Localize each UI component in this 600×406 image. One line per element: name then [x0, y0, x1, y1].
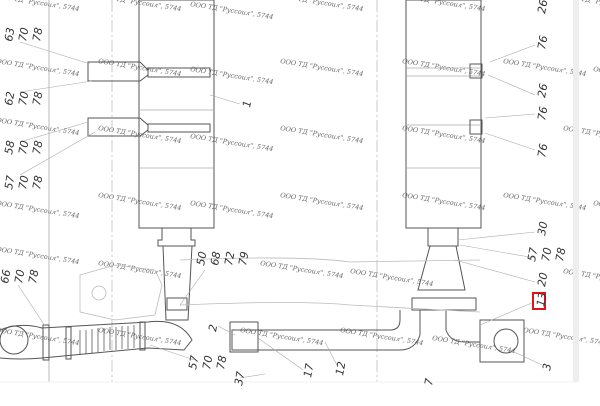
callout-26[interactable]: 26: [535, 82, 550, 98]
callout-1[interactable]: 1: [240, 99, 254, 108]
callout-62[interactable]: 62: [2, 90, 17, 106]
callout-12[interactable]: 12: [333, 360, 348, 376]
flex-pipe: [0, 320, 193, 361]
watermark-text: ООО ТД "Руссоил", 5744: [190, 0, 274, 21]
callout-3[interactable]: 3: [540, 362, 554, 371]
left-muffler: [87, 0, 215, 321]
watermark-text: ООО ТД "Руссоил", 5744: [280, 57, 364, 78]
callout-58[interactable]: 58: [2, 139, 17, 155]
callout-78[interactable]: 78: [553, 246, 568, 262]
callout-30[interactable]: 30: [535, 220, 550, 236]
callout-76[interactable]: 76: [535, 34, 550, 50]
watermark-text: ООО ТД "Руссоил", 5744: [240, 326, 324, 347]
callout-79[interactable]: 79: [236, 250, 251, 266]
watermark-text: ООО ТД "Руссоил", 5744: [190, 199, 274, 220]
callouts: 63 70 78 62 70 78 58 70 78 57 70 78 1 26…: [0, 0, 568, 387]
callout-17[interactable]: 17: [301, 362, 316, 378]
watermark-text: ООО ТД "Руссоил", 5744: [593, 65, 600, 86]
watermark-text: ООО ТД "Руссоил", 5744: [563, 267, 600, 288]
callout-26[interactable]: 26: [535, 0, 550, 15]
callout-78[interactable]: 78: [214, 354, 229, 370]
highlight-box: [532, 292, 546, 310]
watermark-text: ООО ТД "Руссоил", 5744: [0, 0, 80, 13]
callout-70[interactable]: 70: [200, 354, 215, 370]
right-muffler: [179, 0, 525, 363]
callout-2[interactable]: 2: [206, 323, 220, 332]
frame-lines: [0, 0, 579, 383]
watermark-text: ООО ТД "Руссоил", 5744: [563, 124, 600, 145]
callout-57[interactable]: 57: [186, 354, 201, 370]
watermark-text: ООО ТД "Руссоил", 5744: [0, 57, 80, 78]
callout-7[interactable]: 7: [422, 377, 436, 386]
watermark-text: ООО ТД "Руссоил", 5744: [98, 191, 182, 212]
callout-78[interactable]: 78: [30, 26, 45, 42]
callout-57[interactable]: 57: [2, 174, 17, 190]
callout-63[interactable]: 63: [2, 26, 17, 42]
watermark-text: ООО ТД "Руссоил", 5744: [0, 116, 80, 137]
callout-70[interactable]: 70: [12, 268, 27, 284]
watermark-text: ООО ТД "Руссоил", 5744: [98, 259, 182, 280]
callout-70[interactable]: 70: [16, 90, 31, 106]
gearbox-hole: [91, 285, 107, 301]
callout-78[interactable]: 78: [30, 174, 45, 190]
callout-76[interactable]: 76: [535, 142, 550, 158]
callout-70[interactable]: 70: [16, 139, 31, 155]
callout-68[interactable]: 68: [208, 250, 223, 266]
callout-72[interactable]: 72: [222, 250, 237, 266]
callout-66[interactable]: 66: [0, 268, 13, 284]
watermark-text: ООО ТД "Руссоил", 5744: [98, 124, 182, 145]
watermark-text: ООО ТД "Руссоил", 5744: [98, 0, 182, 13]
watermark-text: ООО ТД "Руссоил", 5744: [190, 132, 274, 153]
watermark-text: ООО ТД "Руссоил", 5744: [0, 245, 80, 266]
watermark-text: ООО ТД "Руссоил", 5744: [340, 326, 424, 347]
watermark-text: ООО ТД "Руссоил", 5744: [280, 124, 364, 145]
watermark-text: ООО ТД "Руссоил", 5744: [260, 259, 344, 280]
watermark-text: ООО ТД "Руссоил", 5744: [593, 199, 600, 220]
callout-76[interactable]: 76: [535, 105, 550, 121]
watermark-text: ООО ТД "Руссоил", 5744: [0, 199, 80, 220]
callout-70[interactable]: 70: [16, 26, 31, 42]
callout-37[interactable]: 37: [232, 370, 247, 386]
callout-20[interactable]: 20: [535, 271, 550, 287]
watermark-text: ООО ТД "Руссоил", 5744: [523, 326, 600, 347]
callout-78[interactable]: 78: [26, 268, 41, 284]
callout-78[interactable]: 78: [30, 90, 45, 106]
watermark-text: ООО ТД "Руссоил", 5744: [280, 191, 364, 212]
callout-13-highlighted[interactable]: 13: [534, 291, 549, 307]
callout-70[interactable]: 70: [539, 246, 554, 262]
watermark-text: ООО ТД "Руссоил", 5744: [402, 191, 486, 212]
watermark-text: ООО ТД "Руссоил", 5744: [280, 0, 364, 13]
watermark-text: ООО ТД "Руссоил", 5744: [563, 0, 600, 13]
callout-78[interactable]: 78: [30, 139, 45, 155]
callout-70[interactable]: 70: [16, 174, 31, 190]
watermark-text: ООО ТД "Руссоил", 5744: [402, 57, 486, 78]
watermark-text: ООО ТД "Руссоил", 5744: [432, 334, 516, 355]
leader-lines: [17, 41, 543, 379]
watermark-text: ООО ТД "Руссоил", 5744: [402, 0, 486, 13]
callout-50[interactable]: 50: [194, 250, 209, 266]
watermark-text: ООО ТД "Руссоил", 5744: [0, 326, 80, 347]
callout-57[interactable]: 57: [525, 246, 540, 262]
gearbox-outline: [79, 264, 163, 321]
watermark-text: ООО ТД "Руссоил", 5744: [402, 124, 486, 145]
